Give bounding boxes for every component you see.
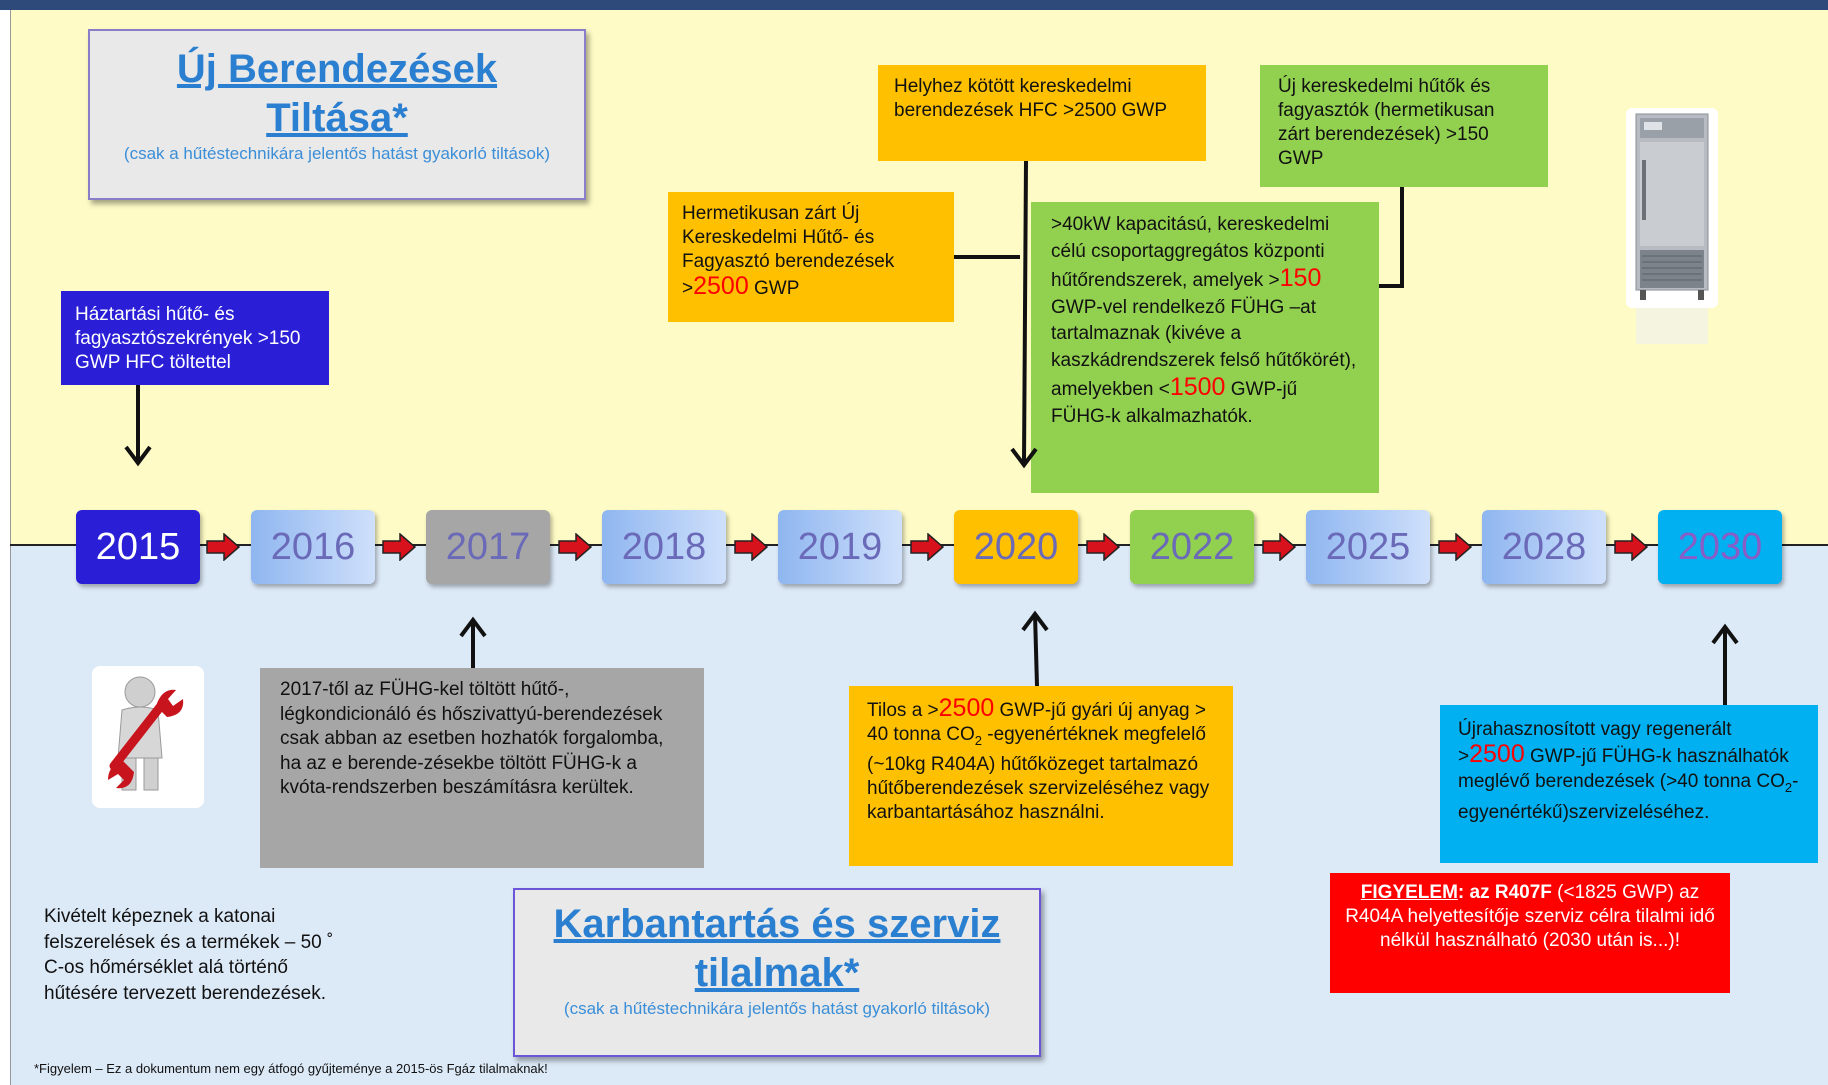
year-2020: 2020 — [954, 510, 1078, 584]
arrow-down-2015 — [124, 385, 152, 467]
red-arrow-icon — [910, 533, 944, 561]
year-2018: 2018 — [602, 510, 726, 584]
new-equipment-ban-title-box: Új Berendezések Tiltása* (csak a hűtéste… — [88, 29, 586, 200]
40kw-gwp-1500: 1500 — [1169, 373, 1226, 401]
recycled-box: Újrahasznosított vagy regenerált >2500 G… — [1440, 705, 1818, 863]
year-2015: 2015 — [76, 510, 200, 584]
red-arrow-icon — [1262, 533, 1296, 561]
footnote: *Figyelem – Ez a dokumentum nem egy átfo… — [34, 1061, 548, 1076]
red-arrow-icon — [382, 533, 416, 561]
stationary-text: Helyhez kötött kereskedelmi berendezések… — [894, 76, 1167, 121]
hermetic-connector — [954, 255, 1020, 259]
worker-wrench-icon — [92, 666, 204, 808]
hermetic-gwp: 2500 — [693, 272, 749, 300]
red-arrow-icon — [1438, 533, 1472, 561]
40kw-gwp-150: 150 — [1279, 264, 1322, 292]
service-ban-text-a: Tilos a > — [867, 700, 939, 721]
arrow-up-2017 — [459, 616, 487, 672]
40kw-text-b: GWP-vel rendelkező FÜHG –at tartalmaznak… — [1051, 296, 1357, 401]
year-2025: 2025 — [1306, 510, 1430, 584]
year-2022: 2022 — [1130, 510, 1254, 584]
new-commercial-text: Új kereskedelmi hűtők és fagyasztók (her… — [1278, 76, 1495, 169]
maintenance-ban-title-box: Karbantartás és szerviz tilalmak* (csak … — [513, 888, 1041, 1057]
new-commercial-box: Új kereskedelmi hűtők és fagyasztók (her… — [1260, 65, 1548, 187]
warning-label: FIGYELEM — [1360, 882, 1458, 903]
arrow-up-2030 — [1711, 623, 1739, 705]
new-equipment-ban-title: Új Berendezések Tiltása* — [176, 47, 498, 140]
40kw-text-c: GWP-jű FÜHG-k alkalmazhatók. — [1051, 379, 1298, 427]
service-ban-gwp: 2500 — [938, 694, 995, 722]
year-2028: 2028 — [1482, 510, 1606, 584]
warning-box: FIGYELEM: az R407F (<1825 GWP) az R404A … — [1330, 873, 1730, 993]
top-bar — [0, 0, 1828, 10]
arrow-up-2020 — [1021, 610, 1049, 687]
year-2017: 2017 — [426, 510, 550, 584]
household-text: Háztartási hűtő- és fagyasztószekrények … — [75, 304, 301, 373]
recycled-text-a: Újrahasznosított vagy regenerált > — [1458, 719, 1732, 767]
2017-quota-box: 2017-től az FÜHG-kel töltött hűtő-, légk… — [260, 668, 704, 868]
maintenance-ban-title: Karbantartás és szerviz tilalmak* — [553, 902, 1001, 995]
year-2019: 2019 — [778, 510, 902, 584]
red-arrow-icon — [558, 533, 592, 561]
40kw-text-a: >40kW kapacitású, kereskedelmi célú csop… — [1051, 214, 1330, 291]
hermetic-unit: GWP — [748, 278, 800, 299]
new-commercial-connector-h — [1379, 284, 1404, 288]
household-box: Háztartási hűtő- és fagyasztószekrények … — [61, 291, 329, 385]
2017-quota-text: 2017-től az FÜHG-kel töltött hűtő-, légk… — [280, 679, 664, 798]
service-ban-co2-sub: 2 — [974, 732, 982, 748]
recycled-text-b: GWP-jű FÜHG-k használhatók meglévő beren… — [1458, 746, 1789, 792]
refrigerator-icon — [1626, 108, 1718, 344]
new-equipment-ban-subtitle: (csak a hűtéstechnikára jelentős hatást … — [123, 144, 551, 163]
hermetic-box: Hermetikusan zárt Új Kereskedelmi Hűtő- … — [668, 192, 954, 322]
year-2030: 2030 — [1658, 510, 1782, 584]
red-arrow-icon — [734, 533, 768, 561]
40kw-box: >40kW kapacitású, kereskedelmi célú csop… — [1031, 202, 1379, 493]
arrow-down-2020 — [1010, 160, 1038, 469]
recycled-co2-sub: 2 — [1784, 779, 1793, 795]
recycled-gwp: 2500 — [1469, 740, 1525, 768]
red-arrow-icon — [206, 533, 240, 561]
hermetic-text: Hermetikusan zárt Új Kereskedelmi Hűtő- … — [682, 203, 895, 299]
exemption-text: Kivételt képeznek a katonai felszerelése… — [44, 906, 334, 1004]
service-ban-box: Tilos a >2500 GWP-jű gyári új anyag > 40… — [849, 686, 1233, 866]
red-arrow-icon — [1086, 533, 1120, 561]
service-ban-text-c: -egyenértéknek megfelelő (~10kg R404A) h… — [867, 724, 1210, 823]
new-commercial-connector-v — [1400, 187, 1404, 287]
red-arrow-icon — [1614, 533, 1648, 561]
service-ban-text-b: GWP-jű gyári új anyag > 40 tonna CO — [867, 700, 1206, 745]
stationary-box: Helyhez kötött kereskedelmi berendezések… — [878, 65, 1206, 161]
warning-refrigerant: : az R407F — [1457, 882, 1552, 903]
maintenance-ban-subtitle: (csak a hűtéstechnikára jelentős hatást … — [563, 999, 991, 1018]
warning-text: (<1825 GWP) az R404A helyettesítője szer… — [1345, 882, 1715, 951]
year-2016: 2016 — [251, 510, 375, 584]
recycled-text-c: -egyenértékű)szervizeléséhez. — [1458, 771, 1799, 823]
